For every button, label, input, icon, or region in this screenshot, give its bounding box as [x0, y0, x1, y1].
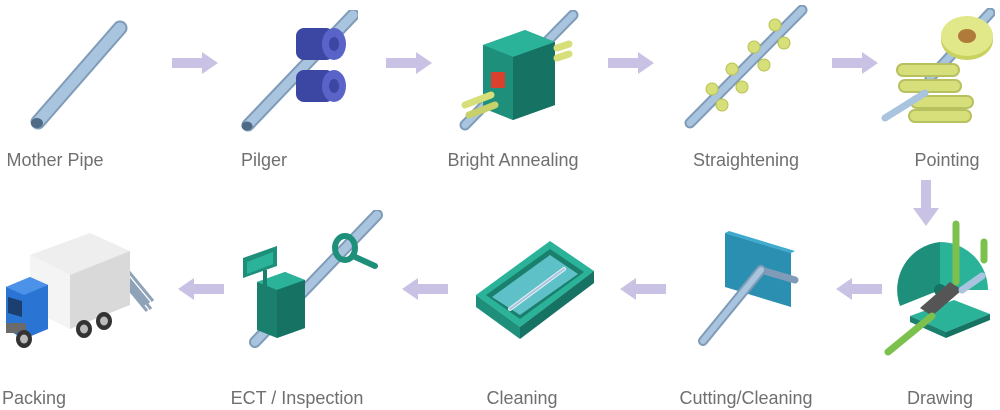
arrow-left-icon	[620, 278, 666, 300]
step-label-packing: Packing	[1, 388, 67, 408]
arrow-left-icon	[836, 278, 882, 300]
step-label-bright-annealing: Bright Annealing	[447, 150, 579, 170]
step-label-straightening: Straightening	[692, 150, 800, 170]
cleaning-tray-icon	[476, 241, 594, 339]
step-label-pilger: Pilger	[240, 150, 288, 170]
step-label-pointing: Pointing	[914, 150, 980, 170]
bright-annealing-icon	[459, 10, 579, 131]
cutting-cleaning-icon	[698, 231, 799, 346]
step-label-cutting-cleaning: Cutting/Cleaning	[679, 388, 813, 408]
step-label-cleaning: Cleaning	[486, 388, 558, 408]
arrow-down-icon	[913, 180, 939, 226]
step-label-mother-pipe: Mother Pipe	[6, 150, 104, 170]
pilger-icon	[241, 10, 358, 132]
arrow-right-icon	[386, 52, 432, 74]
ect-inspection-icon	[243, 210, 383, 348]
arrow-left-icon	[402, 278, 448, 300]
drawing-icon	[884, 220, 990, 356]
step-label-ect-inspection: ECT / Inspection	[230, 388, 364, 408]
arrow-left-icon	[178, 278, 224, 300]
step-label-drawing: Drawing	[906, 388, 974, 408]
arrow-right-icon	[832, 52, 878, 74]
packing-truck-icon	[6, 233, 155, 348]
arrow-right-icon	[172, 52, 218, 74]
mother-pipe-icon	[30, 20, 128, 130]
pointing-icon	[881, 8, 995, 123]
arrow-right-icon	[608, 52, 654, 74]
straightening-icon	[684, 5, 808, 129]
